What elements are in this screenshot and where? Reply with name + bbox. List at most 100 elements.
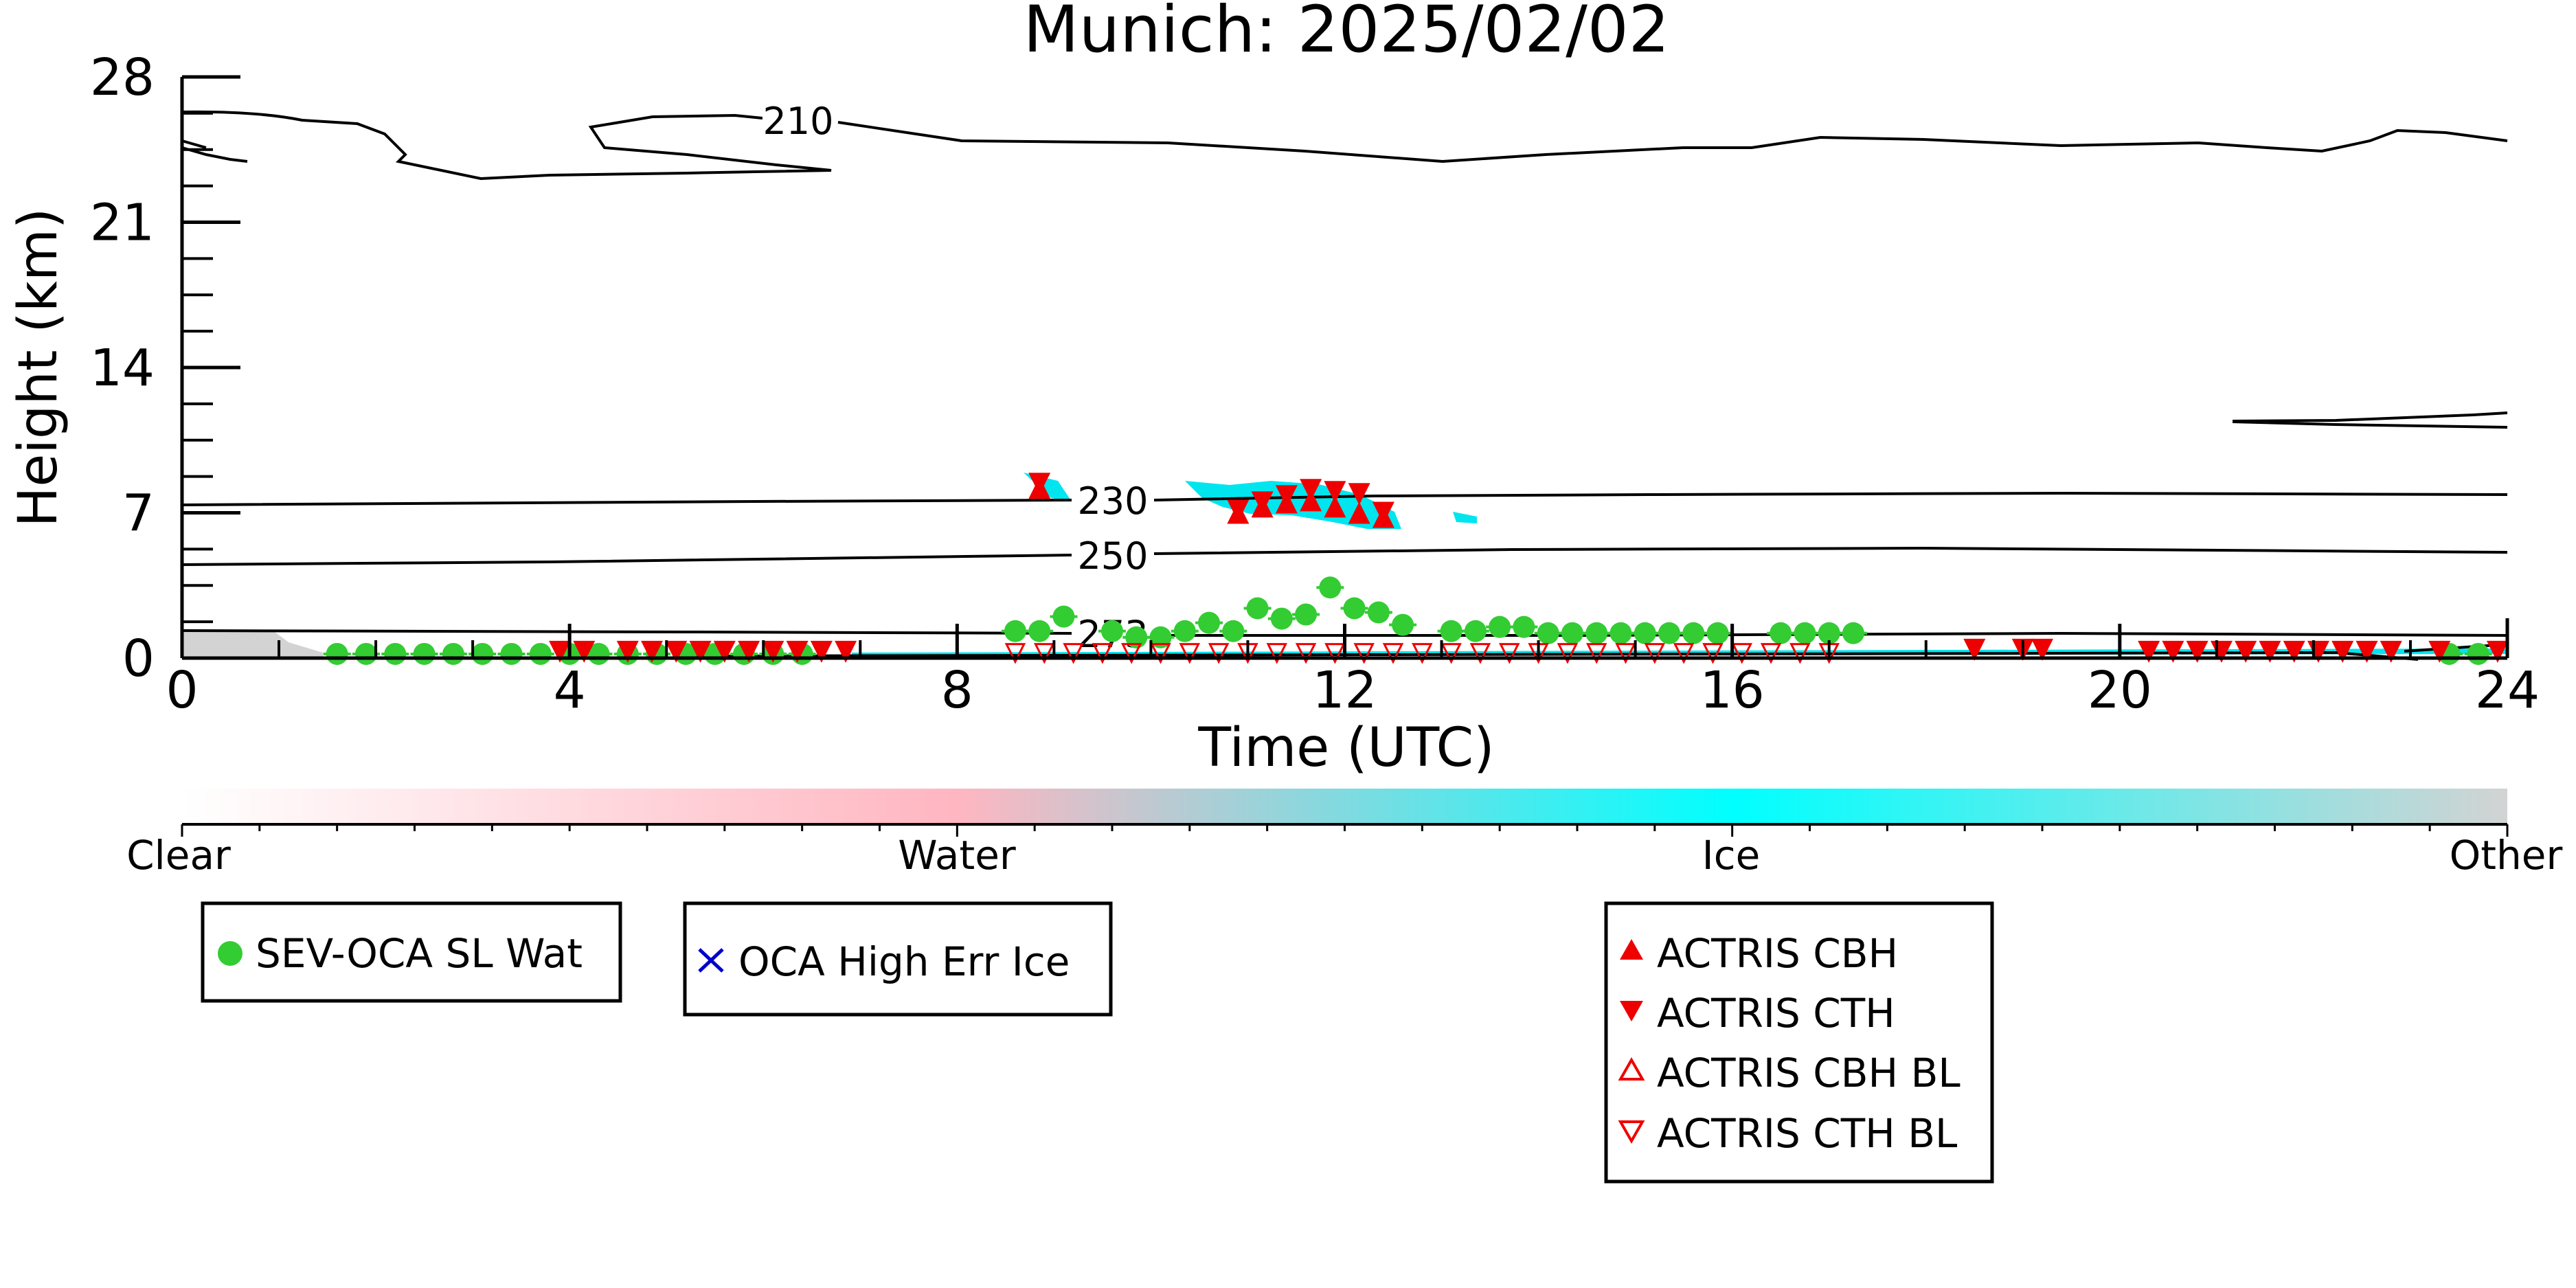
y-axis-label: Height (km) (8, 208, 69, 528)
marker-actris-cth (2259, 640, 2281, 663)
marker-sev-oca-sl-wat (413, 642, 436, 665)
marker-sev-oca-sl-wat (529, 642, 552, 665)
contour-labels: 210 230 250 273 (762, 100, 1152, 656)
temperature-contours (181, 110, 2508, 661)
marker-actris-cth-bl (1731, 643, 1752, 664)
marker-sev-oca-sl-wat (442, 642, 464, 665)
marker-actris-cth-bl (1004, 643, 1026, 664)
marker-sev-oca-sl-wat (1246, 597, 1269, 620)
marker-actris-cth (641, 640, 664, 663)
marker-actris-cth (738, 640, 760, 663)
x-axis-label: Time (UTC) (1197, 717, 1494, 779)
marker-actris-cth (1300, 479, 1322, 501)
marker-sev-oca-sl-wat (1489, 615, 1511, 638)
marker-actris-cth-bl (1353, 643, 1375, 664)
legend-entry-actris-cbh: ACTRIS CBH (1657, 930, 1898, 977)
contour-250 (181, 554, 1072, 566)
marker-sev-oca-sl-wat (1818, 622, 1840, 644)
marker-sev-oca-sl-wat (1634, 622, 1656, 644)
legend-marker-actris-cbh-bl (1618, 1057, 1645, 1081)
legend-oca-error: OCA High Err Ice (683, 901, 1113, 1017)
marker-actris-cth-bl (1150, 643, 1171, 664)
marker-actris-cth (1275, 485, 1298, 508)
marker-actris-cth (713, 640, 736, 663)
marker-actris-cth-bl (1557, 643, 1579, 664)
marker-sev-oca-sl-wat (1198, 611, 1221, 634)
marker-actris-cth-bl (1208, 643, 1230, 664)
marker-sev-oca-sl-wat (1319, 576, 1342, 599)
marker-actris-cth (2162, 640, 2184, 663)
chart-title: Munich: 2025/02/02 (1024, 0, 1670, 67)
contour-upper-right (2232, 411, 2508, 429)
marker-sev-oca-sl-wat (1440, 620, 1462, 642)
marker-actris-cth (2331, 640, 2354, 663)
x-tick-label: 0 (166, 661, 198, 720)
marker-sev-oca-sl-wat (1270, 607, 1293, 630)
marker-actris-cth (1251, 491, 1274, 514)
legend-actris: ACTRIS CBH ACTRIS CTH ACTRIS CBH BL ACTR… (1604, 901, 1994, 1184)
marker-actris-cth-bl (1499, 643, 1520, 664)
marker-sev-oca-sl-wat (1770, 622, 1792, 644)
legend-marker-actris-cbh (1620, 939, 1643, 960)
y-tick-label: 21 (90, 194, 155, 253)
legend-entry-actris-cth-bl: ACTRIS CTH BL (1657, 1110, 1957, 1157)
legend-box (1604, 901, 1994, 1184)
marker-actris-cth-bl (1440, 643, 1462, 664)
marker-sev-oca-sl-wat (1513, 615, 1535, 638)
colorbar-label-water: Water (898, 832, 1016, 879)
legend-entry-sev-oca-sl-wat: SEV-OCA SL Wat (256, 930, 583, 977)
marker-actris-cth (2138, 640, 2160, 663)
marker-sev-oca-sl-wat (1537, 622, 1559, 644)
marker-actris-cth-bl (1469, 643, 1491, 664)
marker-actris-cth (2380, 640, 2402, 663)
marker-actris-cth-bl (1179, 643, 1201, 664)
marker-actris-cth-bl (1092, 643, 1114, 664)
contour-label-250: 250 (1077, 534, 1148, 578)
marker-actris-cth-bl (1615, 643, 1636, 664)
marker-actris-cth (762, 640, 784, 663)
contour-210 (181, 139, 207, 149)
legend-marker-sev-oca-sl-wat (218, 941, 242, 966)
marker-actris-cth-bl (1760, 643, 1782, 664)
phase-colorbar: Clear Water Ice Other (126, 789, 2562, 879)
x-tick-label: 4 (554, 661, 586, 720)
marker-layer (323, 473, 2509, 665)
contour-label-210: 210 (762, 100, 833, 143)
marker-actris-cth (1372, 501, 1394, 524)
marker-actris-cth (2486, 640, 2509, 663)
marker-actris-cth (1028, 473, 1051, 495)
marker-actris-cth (2428, 640, 2451, 663)
marker-sev-oca-sl-wat (1173, 620, 1196, 642)
marker-sev-oca-sl-wat (1392, 613, 1414, 636)
marker-actris-cth (2355, 640, 2378, 663)
legend-marker-actris-cth-bl (1618, 1120, 1645, 1144)
y-tick-label: 7 (122, 484, 155, 543)
marker-actris-cth (1324, 481, 1346, 504)
marker-actris-cth-bl (1789, 643, 1811, 664)
contour-210 (837, 121, 2508, 163)
marker-actris-cbh (1348, 501, 1370, 524)
marker-actris-cth (616, 640, 639, 663)
x-tick-label: 12 (1312, 661, 1377, 720)
marker-sev-oca-sl-wat (1842, 622, 1864, 644)
marker-sev-oca-sl-wat (1101, 620, 1123, 642)
marker-actris-cth (835, 640, 857, 663)
legend-box (201, 901, 622, 1003)
marker-actris-cth-bl (1034, 643, 1055, 664)
marker-actris-cth-bl (1673, 643, 1695, 664)
legend-marker-oca-high-err-ice (698, 948, 724, 973)
marker-actris-cth (689, 640, 712, 663)
contour-230 (1153, 491, 2508, 501)
marker-actris-cth-bl (1324, 643, 1346, 664)
marker-sev-oca-sl-wat (1561, 622, 1583, 644)
y-tick-label: 14 (90, 339, 155, 398)
colorbar-gradient (182, 789, 2507, 824)
legend-marker-actris-cth (1620, 1001, 1643, 1021)
marker-sev-oca-sl-wat (1585, 622, 1608, 644)
marker-sev-oca-sl-wat (1706, 622, 1729, 644)
marker-actris-cth (665, 640, 688, 663)
marker-actris-cth (1963, 638, 1986, 661)
contour-label-230: 230 (1077, 479, 1148, 523)
